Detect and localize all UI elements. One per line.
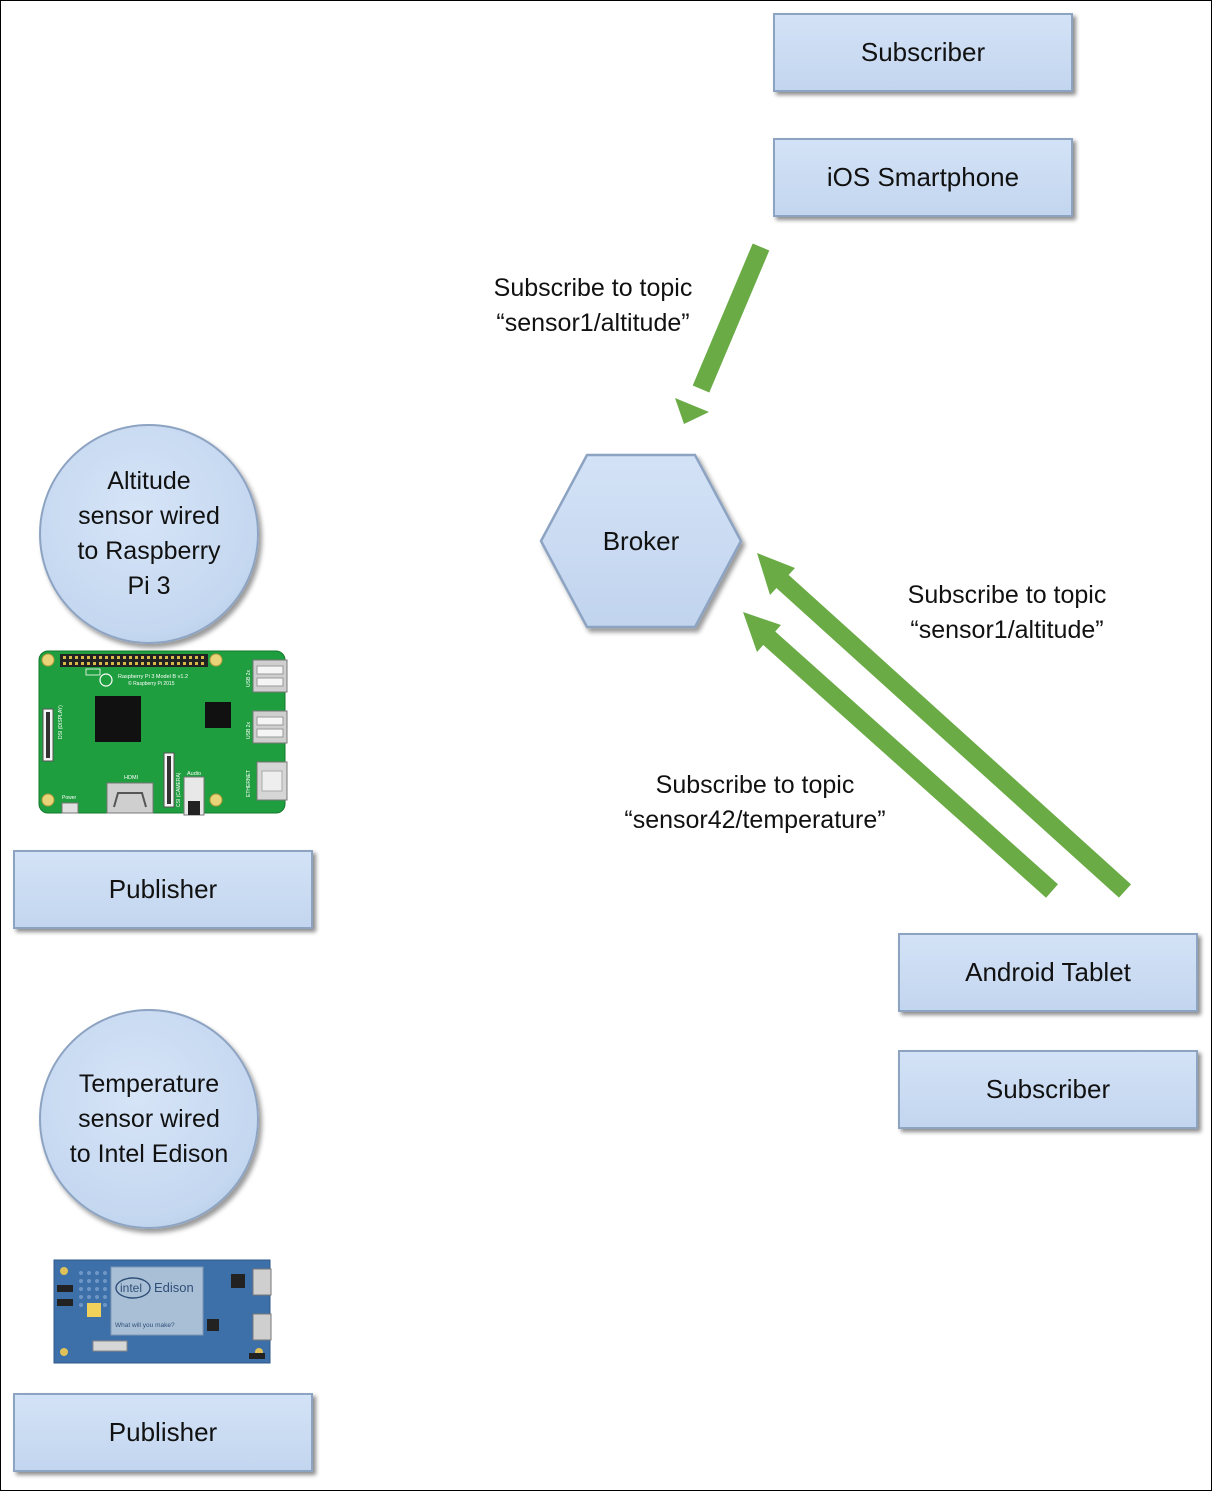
edison-brand-text: intel <box>120 1281 142 1295</box>
altitude-sensor-line2: sensor wired <box>78 502 220 530</box>
ios-subscribe-line1: Subscribe to topic <box>493 274 693 302</box>
broker-hexagon <box>539 453 743 629</box>
intel-edison-board-image: intel Edison What will you make? <box>53 1259 272 1364</box>
edison-tagline-text: What will you make? <box>115 1322 175 1329</box>
altitude-sensor-line4: Pi 3 <box>127 572 171 600</box>
android-altitude-topic: “sensor1/altitude” <box>910 616 1104 644</box>
subscriber-bottom-box: Subscriber <box>898 1050 1198 1129</box>
altitude-sensor-circle: Altitude sensor wired to Raspberry Pi 3 <box>39 424 259 644</box>
rpi-power-label: Power <box>62 795 77 801</box>
temperature-sensor-circle: Temperature sensor wired to Intel Edison <box>39 1009 259 1229</box>
rpi-usb-label-bottom: USB 2x <box>246 722 252 739</box>
android-altitude-line1: Subscribe to topic <box>907 581 1107 609</box>
altitude-sensor-line3: to Raspberry <box>77 537 221 565</box>
android-temperature-arrow <box>743 612 1058 898</box>
rpi-usb-label-top: USB 2x <box>246 670 252 687</box>
raspberry-pi-board-image: Raspberry Pi 3 Model B v1.2 © Raspberry … <box>38 650 288 816</box>
android-altitude-label: Subscribe to topic “sensor1/altitude” <box>887 578 1127 648</box>
android-temperature-topic: “sensor42/temperature” <box>624 806 886 834</box>
rpi-copyright-text: © Raspberry Pi 2015 <box>128 680 175 687</box>
rpi-ethernet-label: ETHERNET <box>246 770 252 797</box>
rpi-audio-label: Audio <box>187 771 201 777</box>
publisher-bottom-box: Publisher <box>13 1393 313 1472</box>
broker-label: Broker <box>603 526 680 556</box>
rpi-display-label: DSI (DISPLAY) <box>58 705 64 739</box>
ios-subscribe-label: Subscribe to topic “sensor1/altitude” <box>473 271 713 341</box>
rpi-hdmi-label: HDMI <box>124 775 139 781</box>
altitude-sensor-line1: Altitude <box>107 467 191 495</box>
android-temperature-line1: Subscribe to topic <box>655 771 855 799</box>
temperature-sensor-line3: to Intel Edison <box>69 1139 229 1168</box>
edison-product-text: Edison <box>154 1280 194 1295</box>
temperature-sensor-line2: sensor wired <box>78 1104 220 1133</box>
subscriber-top-box: Subscriber <box>773 13 1073 92</box>
ios-subscribe-topic: “sensor1/altitude” <box>496 309 690 337</box>
publisher-top-box: Publisher <box>13 850 313 929</box>
rpi-camera-label: CSI (CAMERA) <box>176 772 182 807</box>
android-tablet-box: Android Tablet <box>898 933 1198 1012</box>
rpi-model-text: Raspberry Pi 3 Model B v1.2 <box>118 674 188 680</box>
android-temperature-label: Subscribe to topic “sensor42/temperature… <box>605 768 905 838</box>
ios-smartphone-box: iOS Smartphone <box>773 138 1073 217</box>
temperature-sensor-line1: Temperature <box>78 1069 220 1098</box>
